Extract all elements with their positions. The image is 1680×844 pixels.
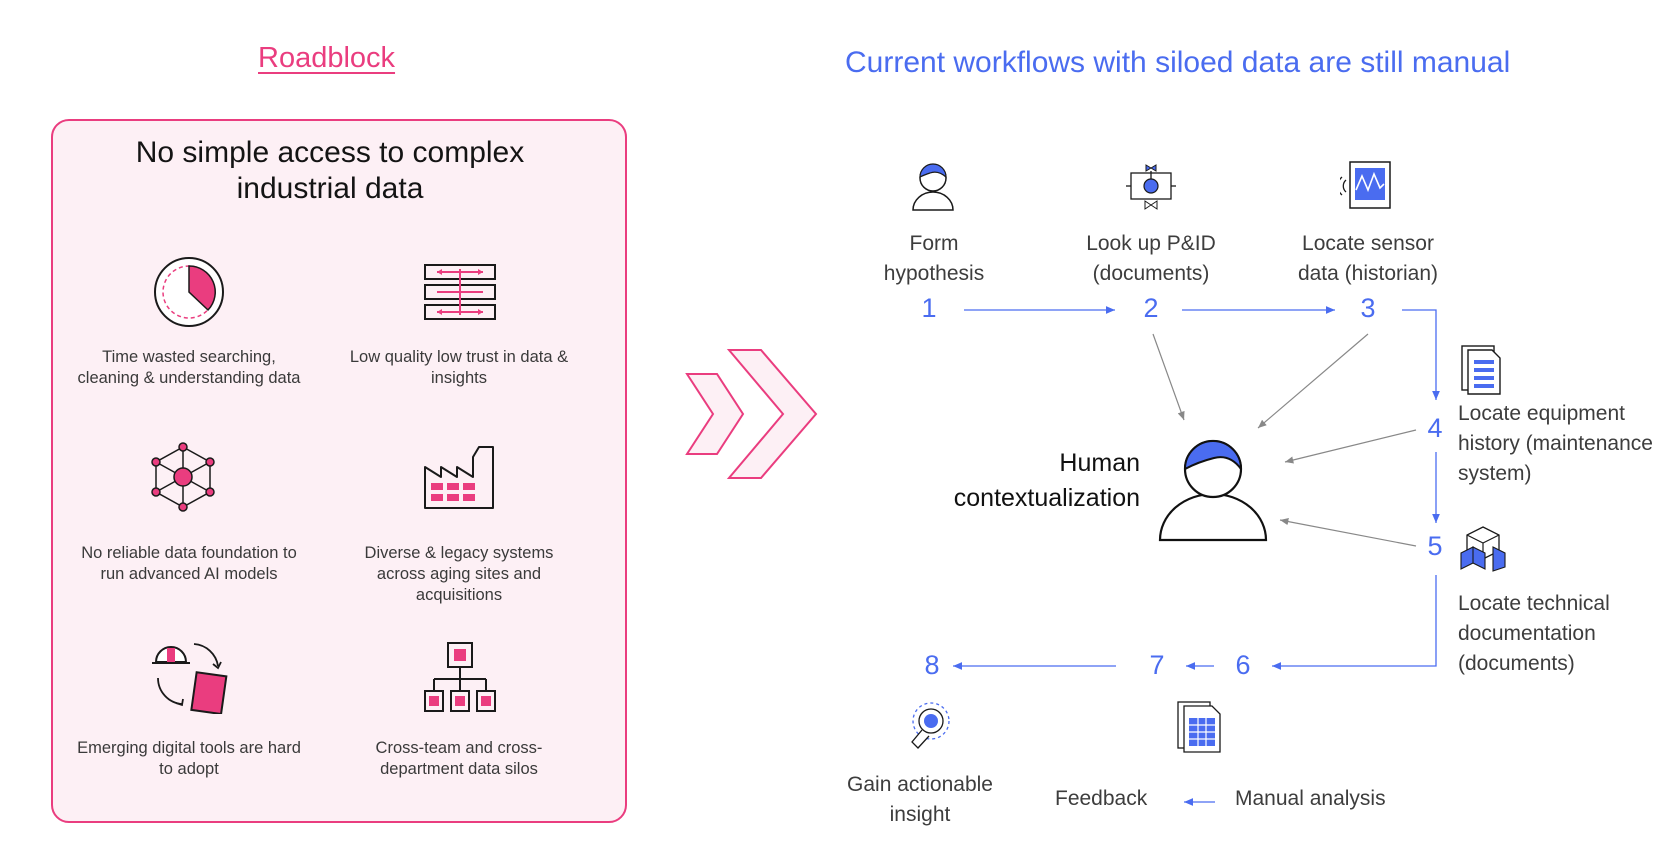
lightbulb-icon: [911, 702, 950, 749]
clock-icon: [154, 257, 224, 327]
roadblock-card: [51, 119, 627, 823]
roadblock-item-label: Diverse & legacy systems across aging si…: [364, 544, 554, 604]
roadblock-item-label: Emerging digital tools are hard to adopt: [77, 739, 301, 778]
roadblock-heading: No simple access to complex industrial d…: [135, 136, 525, 205]
step-2-number: 2: [1143, 293, 1159, 323]
network-icon: [151, 442, 215, 512]
roadblock-item-label: No reliable data foundation to run advan…: [81, 544, 297, 583]
roadblock-item-label: Cross-team and cross-department data sil…: [375, 739, 543, 778]
step-7-label: Feedback: [1055, 787, 1148, 810]
document-icon: [1461, 345, 1501, 395]
step-5-number: 5: [1427, 531, 1443, 561]
step-2-label: Look up P&ID (documents): [1086, 232, 1216, 285]
sensor-monitor-icon: [1340, 161, 1391, 209]
factory-icon: [424, 446, 494, 509]
valve-diagram-icon: [1126, 164, 1176, 210]
human-contextualization-label: Human contextualization: [953, 449, 1140, 512]
step-1-label: Form hypothesis: [883, 232, 985, 285]
chevron-arrows-icon: [685, 349, 818, 479]
step-6-label: Manual analysis: [1235, 787, 1386, 810]
step-1-number: 1: [921, 293, 937, 323]
roadblock-item-label: Time wasted searching, cleaning & unders…: [77, 348, 301, 387]
step-8-number: 8: [924, 650, 940, 680]
cubes-icon: [1460, 526, 1506, 572]
human-icon: [1158, 439, 1268, 542]
worker-tablet-icon: [152, 643, 228, 714]
step-4-number: 4: [1427, 413, 1443, 443]
step-5-label: Locate technical documentation (document…: [1458, 592, 1610, 675]
roadblock-title: Roadblock: [258, 42, 396, 74]
data-quality-icon: [424, 264, 496, 320]
step-8-label: Gain actionable insight: [847, 773, 993, 826]
roadblock-item-label: Low quality low trust in data & insights: [349, 348, 569, 387]
step-4-label: Locate equipment history (maintenance sy…: [1458, 402, 1653, 485]
org-chart-icon: [424, 642, 496, 712]
spreadsheet-icon: [1177, 701, 1221, 753]
step-7-number: 7: [1149, 650, 1165, 680]
step-3-number: 3: [1360, 293, 1376, 323]
workflow-title: Current workflows with siloed data are s…: [845, 46, 1511, 79]
step-6-number: 6: [1235, 650, 1251, 680]
person-icon: [912, 163, 954, 211]
step-3-label: Locate sensor data (historian): [1297, 232, 1439, 285]
